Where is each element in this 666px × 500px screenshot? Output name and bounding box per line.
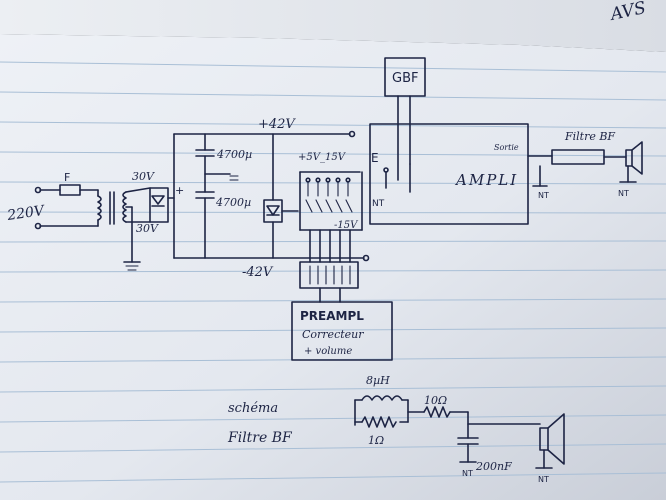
parallel-resistor-symbol — [361, 416, 397, 428]
amplifier-block: AMPLI E NT Sortie NT — [369, 123, 553, 225]
fuse-label: F — [64, 171, 70, 184]
parallel-resistor-label: 1Ω — [368, 434, 384, 447]
mains-voltage-label: 220V — [5, 203, 47, 224]
rail-pos-label: +42V — [258, 117, 296, 132]
transformer-symbol: 30V 30V — [97, 170, 159, 271]
series-resistor-symbol — [423, 406, 451, 418]
power-rails: +42V -42V — [173, 117, 370, 280]
cap-top-label: 4700µ — [216, 148, 252, 161]
cap-gnd-label: NT — [462, 469, 473, 478]
series-resistor-label: 10Ω — [424, 394, 447, 407]
regulated-supply-block: +5V_15V -15V — [298, 152, 363, 263]
cap-bottom-label: 4700µ — [215, 196, 251, 209]
inductor-label: 8µH — [366, 374, 390, 387]
regulator-diode — [263, 133, 299, 259]
filter-title-line2: Filtre BF — [227, 430, 293, 446]
gbf-label: GBF — [392, 71, 418, 86]
spk-gnd-label: NT — [618, 189, 629, 198]
filter-title-line1: schéma — [228, 401, 278, 416]
filter-label: Filtre BF — [564, 130, 615, 143]
notebook-page — [0, 34, 666, 500]
filter-schematic: schéma Filtre BF 8µH 1Ω 10Ω NT 200nF NT — [227, 374, 565, 484]
speaker-icon — [625, 149, 633, 167]
secondary-bottom-label: 30V — [136, 222, 159, 235]
ruled-lines — [0, 61, 666, 483]
ampli-label: AMPLI — [454, 171, 518, 189]
ampli-gnd-label: NT — [372, 199, 385, 209]
gbf-box — [384, 57, 426, 97]
input-label: E — [371, 151, 379, 165]
preamp-box: PREAMPL Correcteur + volume — [291, 301, 393, 361]
filter-capacitors: 4700µ 4700µ — [195, 133, 252, 259]
ampli-box — [369, 123, 529, 225]
output-filter-speaker: Filtre BF NT — [551, 130, 643, 198]
rail-neg-label: -42V — [242, 265, 274, 280]
mains-input: 220V F — [5, 171, 99, 230]
preamp-title: PREAMPL — [300, 309, 364, 323]
bridge-rectifier: + — [149, 184, 184, 223]
plus-sign: + — [175, 184, 184, 197]
reg-label: +5V_15V — [298, 152, 347, 163]
secondary-top-label: 30V — [132, 170, 155, 183]
preamp-line1: Correcteur — [302, 328, 364, 341]
reg-neg-label: -15V — [334, 220, 359, 231]
output-label: Sortie — [494, 143, 519, 152]
out-gnd-label: NT — [538, 191, 549, 200]
preamp-connector — [299, 261, 359, 303]
preamp-line2: + volume — [304, 346, 352, 357]
signal-generator: GBF — [384, 57, 426, 193]
upper-sheet — [0, 0, 666, 52]
inductor-symbol — [361, 395, 403, 401]
filter-spk-gnd-label: NT — [538, 475, 549, 484]
filter-cap-label: 200nF — [475, 460, 512, 473]
